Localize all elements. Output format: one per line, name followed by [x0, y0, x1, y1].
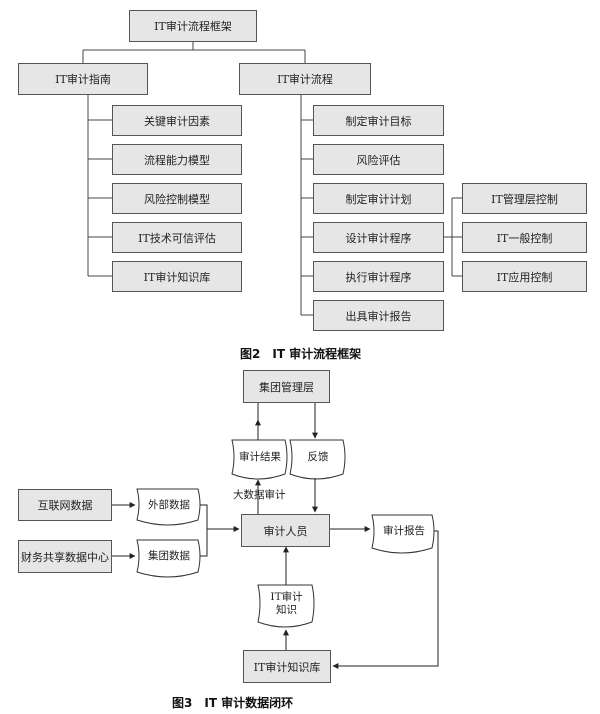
audit-report-label: 审计报告: [383, 524, 425, 537]
it-knowledge-line2: 知识: [276, 604, 297, 616]
it-knowledge-doc: IT审计 知识: [258, 586, 315, 622]
process-item-1: 制定审计目标: [313, 105, 444, 136]
guide-item-2: 流程能力模型: [112, 144, 242, 175]
guide-item-label: IT技术可信评估: [138, 231, 216, 245]
guide-item-label: 流程能力模型: [144, 153, 210, 167]
control-item-2: IT一般控制: [462, 222, 587, 253]
guide-item-label: IT审计知识库: [143, 270, 211, 284]
process-title: IT审计流程: [277, 73, 333, 86]
feedback-doc: 反馈: [290, 441, 346, 473]
process-item-label: 制定审计计划: [345, 192, 412, 206]
guide-item-4: IT技术可信评估: [112, 222, 242, 253]
process-item-6: 出具审计报告: [313, 300, 444, 331]
external-data-label: 外部数据: [148, 498, 190, 511]
control-item-label: IT应用控制: [496, 270, 553, 284]
control-item-1: IT管理层控制: [462, 183, 587, 214]
process-item-4: 设计审计程序: [313, 222, 444, 253]
group-data-doc: 集团数据: [137, 541, 201, 572]
process-item-label: 出具审计报告: [345, 309, 412, 323]
audit-result-doc: 审计结果: [232, 441, 288, 473]
process-item-3: 制定审计计划: [313, 183, 444, 214]
external-data-doc: 外部数据: [137, 490, 201, 520]
root-label: IT审计流程框架: [154, 20, 232, 33]
guide-item-3: 风险控制模型: [112, 183, 242, 214]
guide-item-1: 关键审计因素: [112, 105, 242, 136]
it-knowledge-base-box: IT审计知识库: [243, 650, 331, 683]
process-item-label: 风险评估: [356, 153, 401, 167]
guide-item-label: 风险控制模型: [144, 192, 210, 206]
control-item-3: IT应用控制: [462, 261, 587, 292]
finance-center-label: 财务共享数据中心: [21, 550, 109, 564]
auditor-box: 审计人员: [241, 514, 330, 547]
process-item-label: 设计审计程序: [345, 231, 412, 245]
root-box: IT审计流程框架: [129, 10, 257, 42]
audit-report-doc: 审计报告: [372, 515, 436, 547]
group-management-box: 集团管理层: [243, 370, 330, 403]
internet-data-box: 互联网数据: [18, 489, 112, 521]
figure2-caption: 图2 IT 审计流程框架: [240, 347, 362, 361]
guide-item-label: 关键审计因素: [144, 114, 210, 128]
it-knowledge-line1: IT审计: [270, 591, 303, 603]
finance-center-box: 财务共享数据中心: [18, 540, 112, 573]
process-item-label: 执行审计程序: [345, 270, 412, 284]
it-knowledge-base-label: IT审计知识库: [253, 660, 321, 674]
group-data-label: 集团数据: [148, 550, 190, 562]
control-item-label: IT一般控制: [496, 231, 553, 245]
guide-item-5: IT审计知识库: [112, 261, 242, 292]
figure3-caption: 图3 IT 审计数据闭环: [172, 696, 294, 710]
auditor-label: 审计人员: [263, 524, 308, 538]
control-item-label: IT管理层控制: [491, 192, 558, 206]
guide-title: IT审计指南: [55, 73, 111, 86]
group-management-label: 集团管理层: [259, 380, 314, 394]
feedback-label: 反馈: [307, 450, 329, 463]
process-item-5: 执行审计程序: [313, 261, 444, 292]
process-item-2: 风险评估: [313, 144, 444, 175]
audit-result-label: 审计结果: [239, 450, 281, 463]
internet-data-label: 互联网数据: [37, 499, 93, 512]
process-title-box: IT审计流程: [239, 63, 371, 95]
guide-title-box: IT审计指南: [18, 63, 148, 95]
bigdata-audit-label: 大数据审计: [233, 489, 286, 501]
process-item-label: 制定审计目标: [345, 114, 412, 128]
